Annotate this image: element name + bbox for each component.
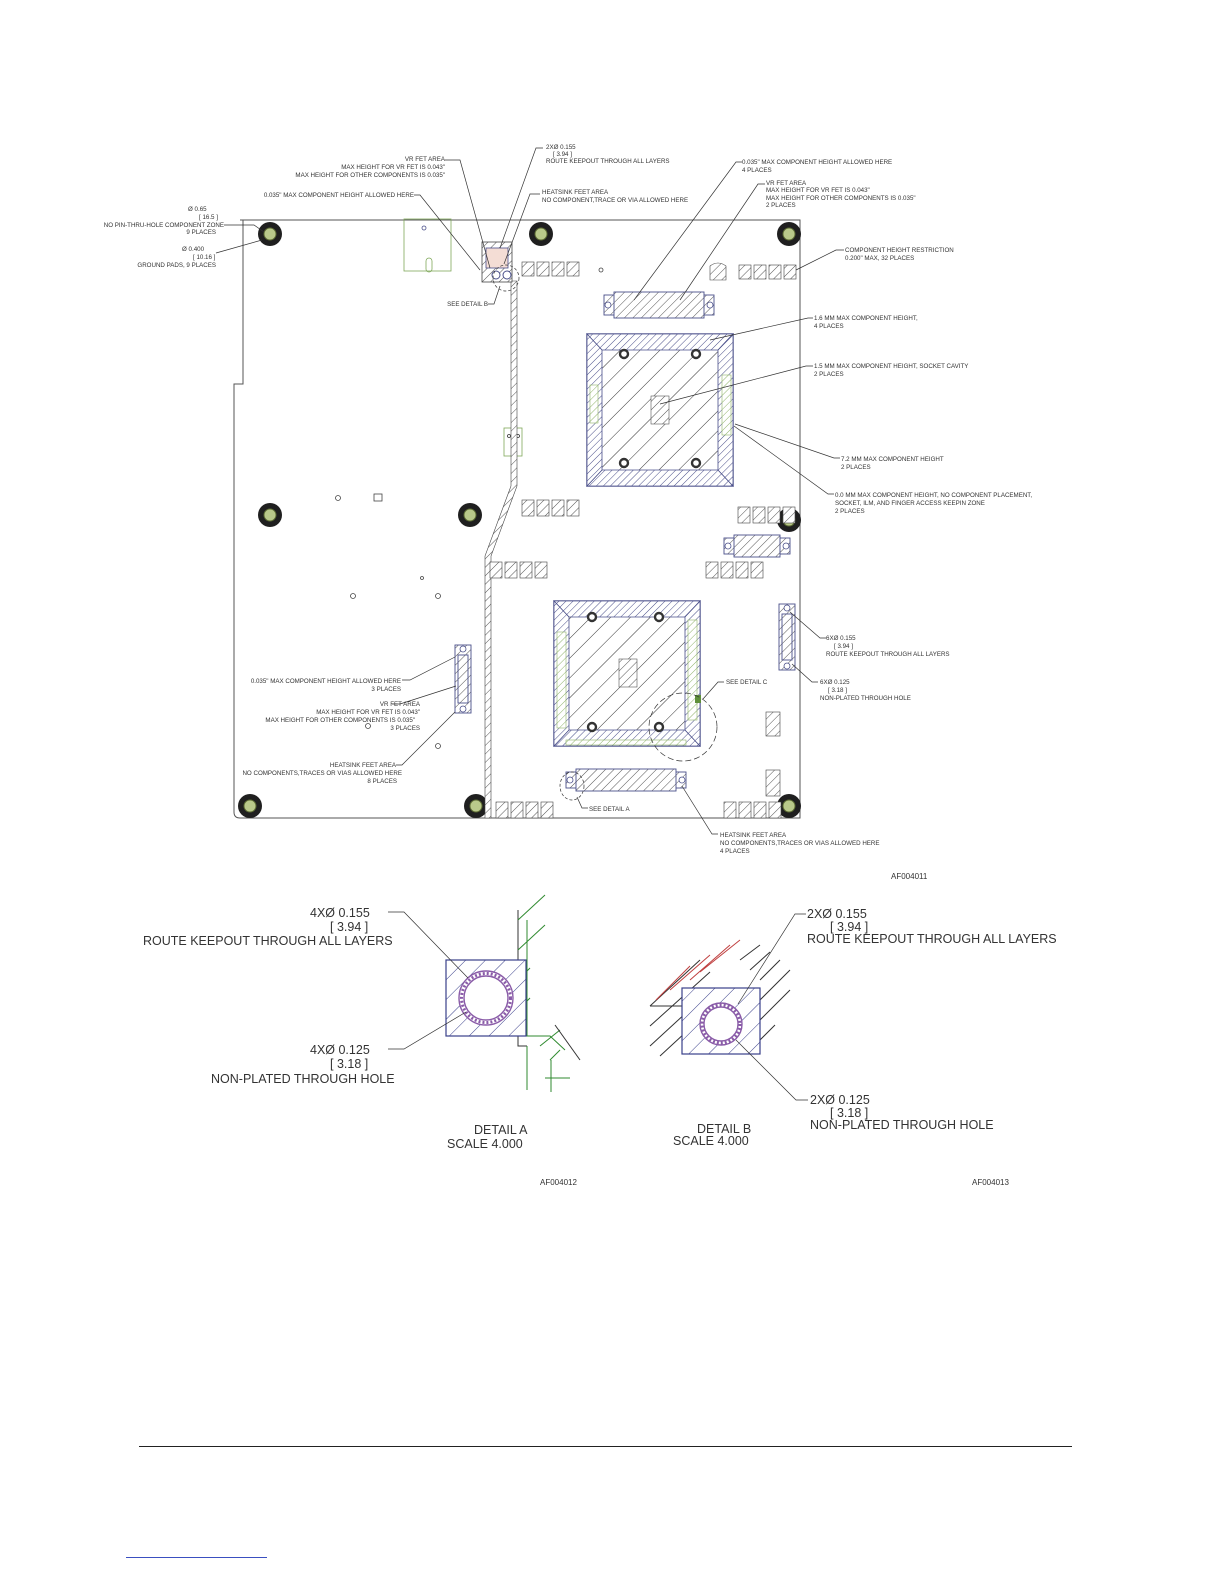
note: GROUND PADS, 9 PLACES [137, 262, 216, 269]
note: ROUTE KEEPOUT THROUGH ALL LAYERS [546, 158, 670, 165]
note: 0.035" MAX COMPONENT HEIGHT ALLOWED HERE [251, 678, 401, 685]
detail-b: 2XØ 0.155 [ 3.94 ] ROUTE KEEPOUT THROUGH… [649, 907, 1057, 1187]
detail-a-route: ROUTE KEEPOUT THROUGH ALL LAYERS [143, 934, 393, 948]
detail-a-dim-318: [ 3.18 ] [330, 1057, 368, 1071]
detail-b-dim-125: 2XØ 0.125 [810, 1093, 870, 1107]
mounting-holes [238, 222, 801, 818]
note: NO COMPONENT,TRACE OR VIA ALLOWED HERE [542, 197, 688, 204]
note: VR FET AREA [380, 701, 421, 708]
note: MAX HEIGHT FOR OTHER COMPONENTS IS 0.035… [295, 172, 445, 179]
note: 0.035" MAX COMPONENT HEIGHT ALLOWED HERE [742, 159, 892, 166]
note: NO COMPONENTS,TRACES OR VIAS ALLOWED HER… [242, 770, 402, 777]
vr-fet-connectors [454, 291, 796, 792]
note: 4 PLACES [814, 323, 844, 330]
note: HEATSINK FEET AREA [720, 832, 787, 839]
detail-b-dim-155: 2XØ 0.155 [807, 907, 867, 921]
note: 3 PLACES [390, 725, 420, 732]
note: VR FET AREA [766, 180, 807, 187]
note: [ 10.16 ] [193, 254, 216, 261]
mounting-hole [458, 503, 482, 527]
heatsink-foot-detail-b [481, 241, 520, 292]
detail-a-dim-394: [ 3.94 ] [330, 920, 368, 934]
board-divider-trace [484, 280, 518, 819]
note: SEE DETAIL B [447, 301, 488, 308]
detail-a-scale: SCALE 4.000 [447, 1137, 523, 1151]
note: 1.6 MM MAX COMPONENT HEIGHT, [814, 315, 918, 322]
detail-a: 4XØ 0.155 [ 3.94 ] ROUTE KEEPOUT THROUGH… [143, 894, 581, 1187]
note: ROUTE KEEPOUT THROUGH ALL LAYERS [826, 651, 950, 658]
mounting-hole [258, 222, 282, 246]
note: 4 PLACES [720, 848, 750, 855]
footer-link-underline [126, 1557, 267, 1558]
note: 2 PLACES [835, 508, 865, 515]
note: SEE DETAIL A [589, 806, 630, 813]
note: Ø 0.400 [182, 246, 205, 253]
note: SOCKET, ILM, AND FINGER ACCESS KEEPIN ZO… [835, 500, 985, 507]
note: [ 16.5 ] [199, 214, 218, 221]
detail-b-route: ROUTE KEEPOUT THROUGH ALL LAYERS [807, 932, 1057, 946]
note: HEATSINK FEET AREA [330, 762, 397, 769]
note: 2 PLACES [841, 464, 871, 471]
note: MAX HEIGHT FOR VR FET IS 0.043" [341, 164, 445, 171]
note: 0.200" MAX, 32 PLACES [845, 255, 914, 262]
note: 2XØ 0.155 [546, 144, 576, 151]
mounting-hole [777, 794, 801, 818]
note: Ø 0.65 [188, 206, 207, 213]
detail-b-figure-id: AF004013 [972, 1178, 1009, 1187]
upper-socket-keepout [586, 332, 734, 488]
note: NO COMPONENTS,TRACES OR VIAS ALLOWED HER… [720, 840, 880, 847]
note: 3 PLACES [371, 686, 401, 693]
component-pads [489, 261, 797, 819]
footer-rule [139, 1446, 1072, 1447]
detail-a-dim-155: 4XØ 0.155 [310, 906, 370, 920]
note: [ 3.94 ] [834, 643, 853, 650]
note: 8 PLACES [367, 778, 397, 785]
note: NO PIN-THRU-HOLE COMPONENT ZONE [104, 222, 224, 229]
detail-a-dim-125: 4XØ 0.125 [310, 1043, 370, 1057]
small-vias [335, 267, 604, 749]
note: HEATSINK FEET AREA [542, 189, 609, 196]
note: MAX HEIGHT FOR VR FET IS 0.043" [766, 187, 870, 194]
leader-lines [215, 147, 844, 835]
note: NON-PLATED THROUGH HOLE [820, 695, 911, 702]
mounting-hole [464, 794, 488, 818]
note: 0.0 MM MAX COMPONENT HEIGHT, NO COMPONEN… [835, 492, 1032, 499]
note: 4 PLACES [742, 167, 772, 174]
board-outline [233, 219, 801, 819]
note: COMPONENT HEIGHT RESTRICTION [845, 247, 954, 254]
annotations: Ø 0.65 [ 16.5 ] NO PIN-THRU-HOLE COMPONE… [104, 144, 1033, 881]
note: 6XØ 0.125 [820, 679, 850, 686]
note: [ 3.18 ] [828, 687, 847, 694]
note: 0.035" MAX COMPONENT HEIGHT ALLOWED HERE [264, 192, 414, 199]
note: 9 PLACES [186, 229, 216, 236]
figure-id: AF004011 [891, 872, 928, 881]
note: MAX HEIGHT FOR VR FET IS 0.043" [316, 709, 420, 716]
detail-b-scale: SCALE 4.000 [673, 1134, 749, 1148]
mounting-hole [258, 503, 282, 527]
detail-b-dim-394: [ 3.94 ] [830, 920, 868, 934]
lower-socket-keepout [553, 599, 718, 801]
note: 2 PLACES [766, 202, 796, 209]
note: MAX HEIGHT FOR OTHER COMPONENTS IS 0.035… [265, 717, 415, 724]
note: 7.2 MM MAX COMPONENT HEIGHT [841, 456, 944, 463]
note: 6XØ 0.155 [826, 635, 856, 642]
mounting-hole [238, 794, 262, 818]
note: VR FET AREA [405, 156, 446, 163]
detail-b-title: DETAIL B [697, 1122, 751, 1136]
note: [ 3.94 ] [553, 151, 572, 158]
note: 2 PLACES [814, 371, 844, 378]
note: MAX HEIGHT FOR OTHER COMPONENTS IS 0.035… [766, 195, 916, 202]
mounting-hole [777, 222, 801, 246]
detail-b-dim-318: [ 3.18 ] [830, 1106, 868, 1120]
note: SEE DETAIL C [726, 679, 768, 686]
detail-a-title: DETAIL A [474, 1123, 528, 1137]
detail-a-figure-id: AF004012 [540, 1178, 577, 1187]
detail-a-npth: NON-PLATED THROUGH HOLE [211, 1072, 395, 1086]
note: 1.5 MM MAX COMPONENT HEIGHT, SOCKET CAVI… [814, 363, 968, 370]
mounting-hole [529, 222, 553, 246]
detail-b-npth: NON-PLATED THROUGH HOLE [810, 1118, 994, 1132]
